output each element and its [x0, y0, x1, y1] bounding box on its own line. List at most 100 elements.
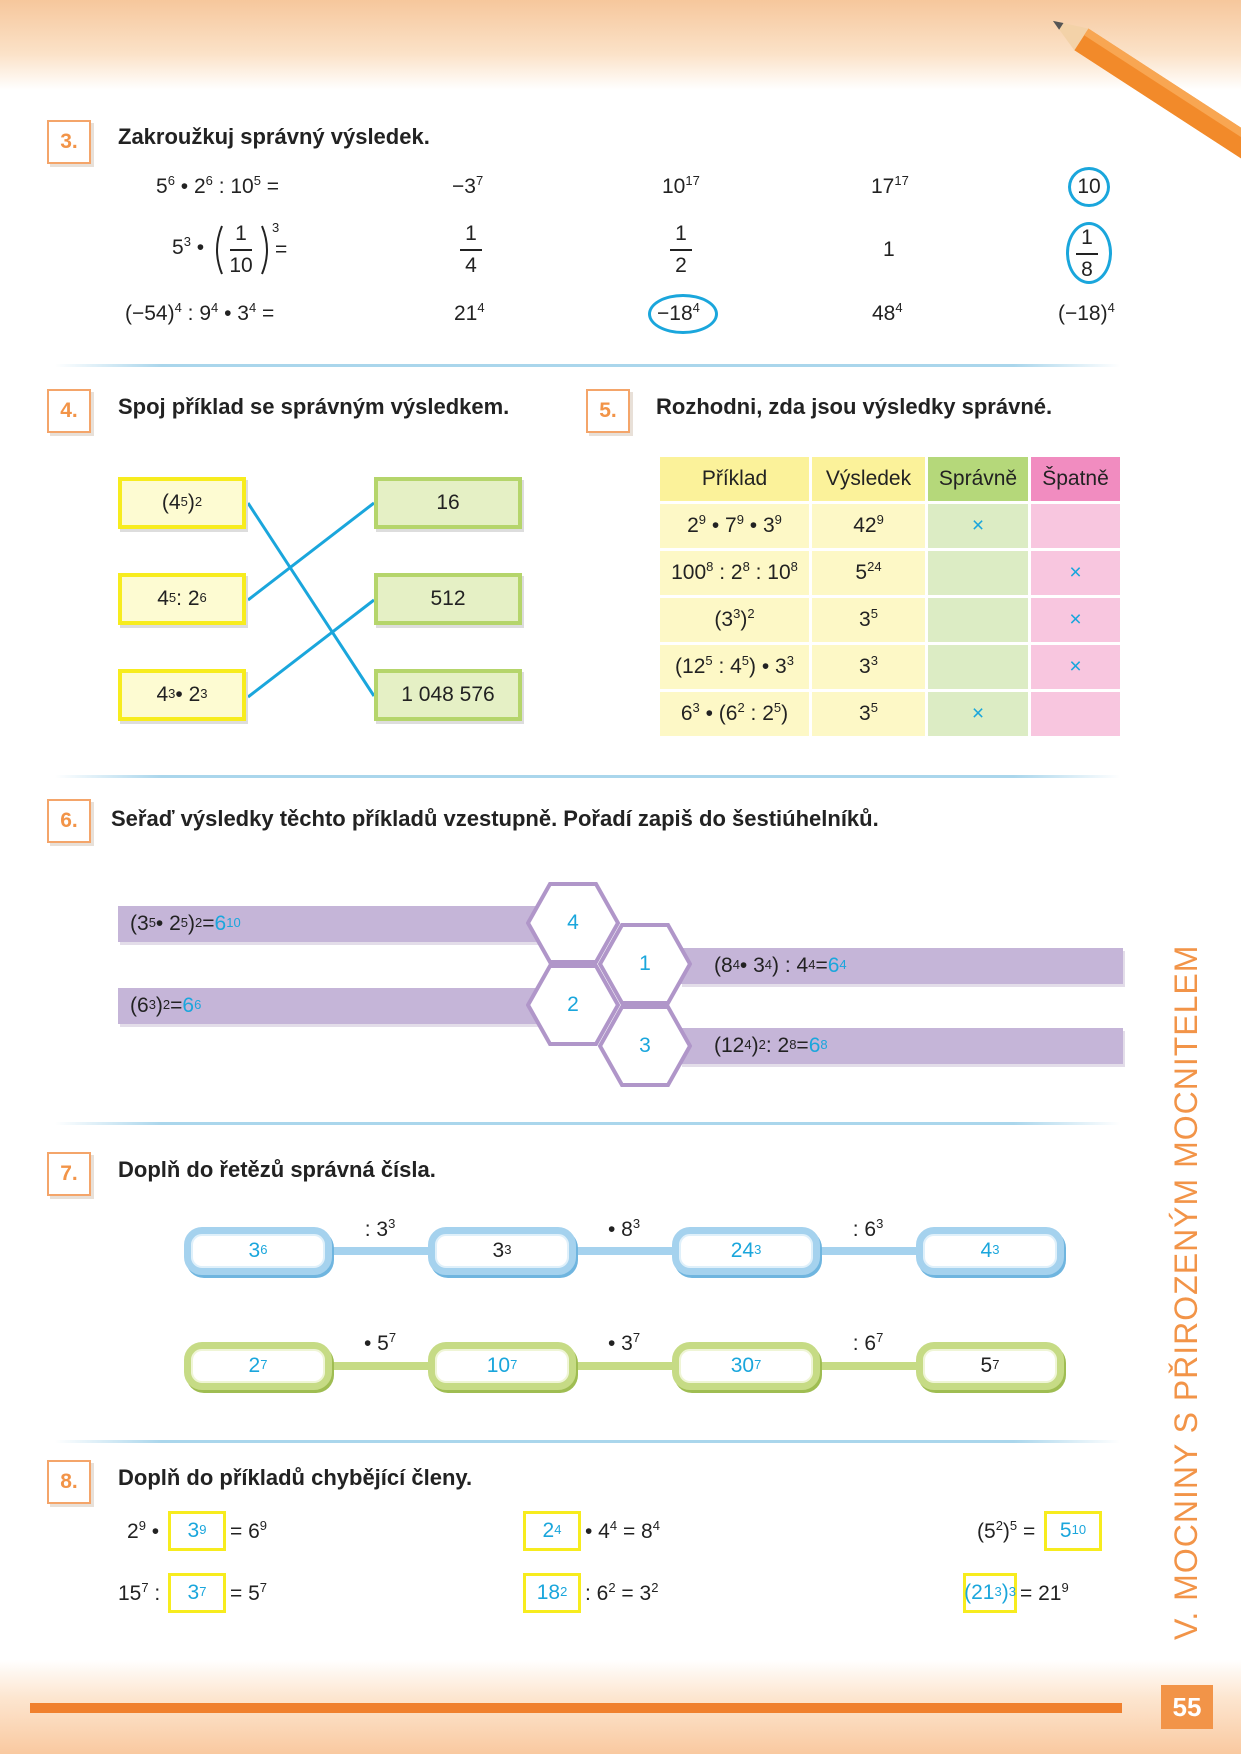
ex3-row2-tail: 3	[272, 220, 280, 235]
section-divider	[55, 1122, 1120, 1125]
ex8-c1-prefix: (52)5 =	[977, 1518, 1036, 1543]
ex3-row1-option-4[interactable]: 10	[1077, 175, 1101, 198]
table-header: Správně	[928, 457, 1028, 501]
section-divider	[55, 364, 1120, 367]
exercise-number-7: 7.	[47, 1152, 91, 1196]
ex8-c2-suffix: = 219	[1020, 1580, 1069, 1605]
ex8-a1-suffix: = 69	[230, 1518, 268, 1543]
header-decoration	[0, 0, 1241, 90]
table-cell: 524	[812, 551, 925, 595]
exercise-6-title: Seřaď výsledky těchto příkladů vzestupně…	[111, 806, 879, 831]
hexagon-answer[interactable]: 3	[639, 1034, 651, 1057]
wrong-cell[interactable]: ×	[1031, 645, 1120, 689]
ex3-row3-option-2[interactable]: −184	[657, 300, 700, 325]
wrong-cell[interactable]	[1031, 504, 1120, 548]
chain-operation: • 83	[607, 1216, 641, 1241]
ex3-row1-option-2[interactable]: 1017	[662, 173, 700, 198]
ex4-connector-lines	[246, 501, 376, 699]
wrong-cell[interactable]	[1031, 692, 1120, 736]
correct-cell[interactable]	[928, 598, 1028, 642]
chain-connector	[310, 1362, 432, 1370]
chain-operation: • 37	[607, 1330, 641, 1355]
table-cell: 29 • 79 • 39	[660, 504, 809, 548]
chain-connector	[310, 1247, 432, 1255]
table-header: Špatně	[1031, 457, 1120, 501]
ex4-right-box[interactable]: 16	[374, 477, 522, 529]
ex3-row1-option-3[interactable]: 1717	[871, 173, 909, 198]
chain-connector	[555, 1362, 677, 1370]
answer-circle	[648, 294, 718, 334]
correct-cell[interactable]: ×	[928, 692, 1028, 736]
hexagon-answer[interactable]: 2	[567, 993, 579, 1016]
hexagon-shape	[598, 1005, 692, 1087]
exercise-number-3: 3.	[47, 120, 91, 164]
chain-operation: • 57	[363, 1330, 397, 1355]
table-row: 1008 : 28 : 108 524 ×	[660, 551, 1120, 595]
hexagon-answer[interactable]: 4	[567, 911, 579, 934]
ex3-row1-option-1[interactable]: −37	[452, 173, 484, 198]
table-row: (33)2 35 ×	[660, 598, 1120, 642]
answer-circle	[1068, 167, 1110, 207]
ex3-row1-expression: 56 • 26 : 105 =	[156, 173, 280, 198]
table-cell: (125 : 45) • 33	[660, 645, 809, 689]
wrong-cell[interactable]: ×	[1031, 598, 1120, 642]
table-row: 63 • (62 : 25) 35 ×	[660, 692, 1120, 736]
hexagon-answer[interactable]: 1	[639, 952, 651, 975]
table-cell: 63 • (62 : 25)	[660, 692, 809, 736]
table-cell: (33)2	[660, 598, 809, 642]
exercise-7-title: Doplň do řetězů správná čísla.	[118, 1157, 436, 1182]
correct-cell[interactable]: ×	[928, 504, 1028, 548]
ex8-a2-prefix: 157 :	[118, 1580, 161, 1605]
correct-cell[interactable]	[928, 551, 1028, 595]
exercise-8-title: Doplň do příkladů chybějící členy.	[118, 1465, 473, 1490]
hexagon-shape	[598, 923, 692, 1005]
chain-connector	[800, 1362, 922, 1370]
chain-connector	[800, 1247, 922, 1255]
table-header: Příklad	[660, 457, 809, 501]
hexagon-shape	[526, 964, 620, 1046]
ex3-row3-option-1[interactable]: 214	[454, 300, 485, 325]
table-row: (125 : 45) • 33 33 ×	[660, 645, 1120, 689]
table-cell: 33	[812, 645, 925, 689]
table-cell: 1008 : 28 : 108	[660, 551, 809, 595]
ex3-row3-option-4[interactable]: (−18)4	[1058, 300, 1115, 325]
results-table: Příklad Výsledek Správně Špatně 29 • 79 …	[657, 454, 1123, 739]
correct-cell[interactable]	[928, 645, 1028, 689]
exercise-number-8: 8.	[47, 1460, 91, 1504]
exercise-number-6: 6.	[47, 799, 91, 843]
exercise-4-title: Spoj příklad se správným výsledkem.	[118, 394, 510, 419]
ex3-row2-option-3[interactable]: 1	[883, 238, 895, 261]
chain-connector	[555, 1247, 677, 1255]
ex8-b2-suffix: : 62 = 32	[585, 1580, 659, 1605]
wrong-cell[interactable]: ×	[1031, 551, 1120, 595]
hexagon-shape	[526, 882, 620, 964]
answer-circle	[1066, 222, 1112, 284]
ex3-row3-option-3[interactable]: 484	[872, 300, 903, 325]
section-divider	[55, 1440, 1120, 1443]
ex4-right-box[interactable]: 512	[374, 573, 522, 625]
table-cell: 35	[812, 598, 925, 642]
page-number: 55	[1161, 1685, 1213, 1729]
ex4-right-box[interactable]: 1 048 576	[374, 669, 522, 721]
